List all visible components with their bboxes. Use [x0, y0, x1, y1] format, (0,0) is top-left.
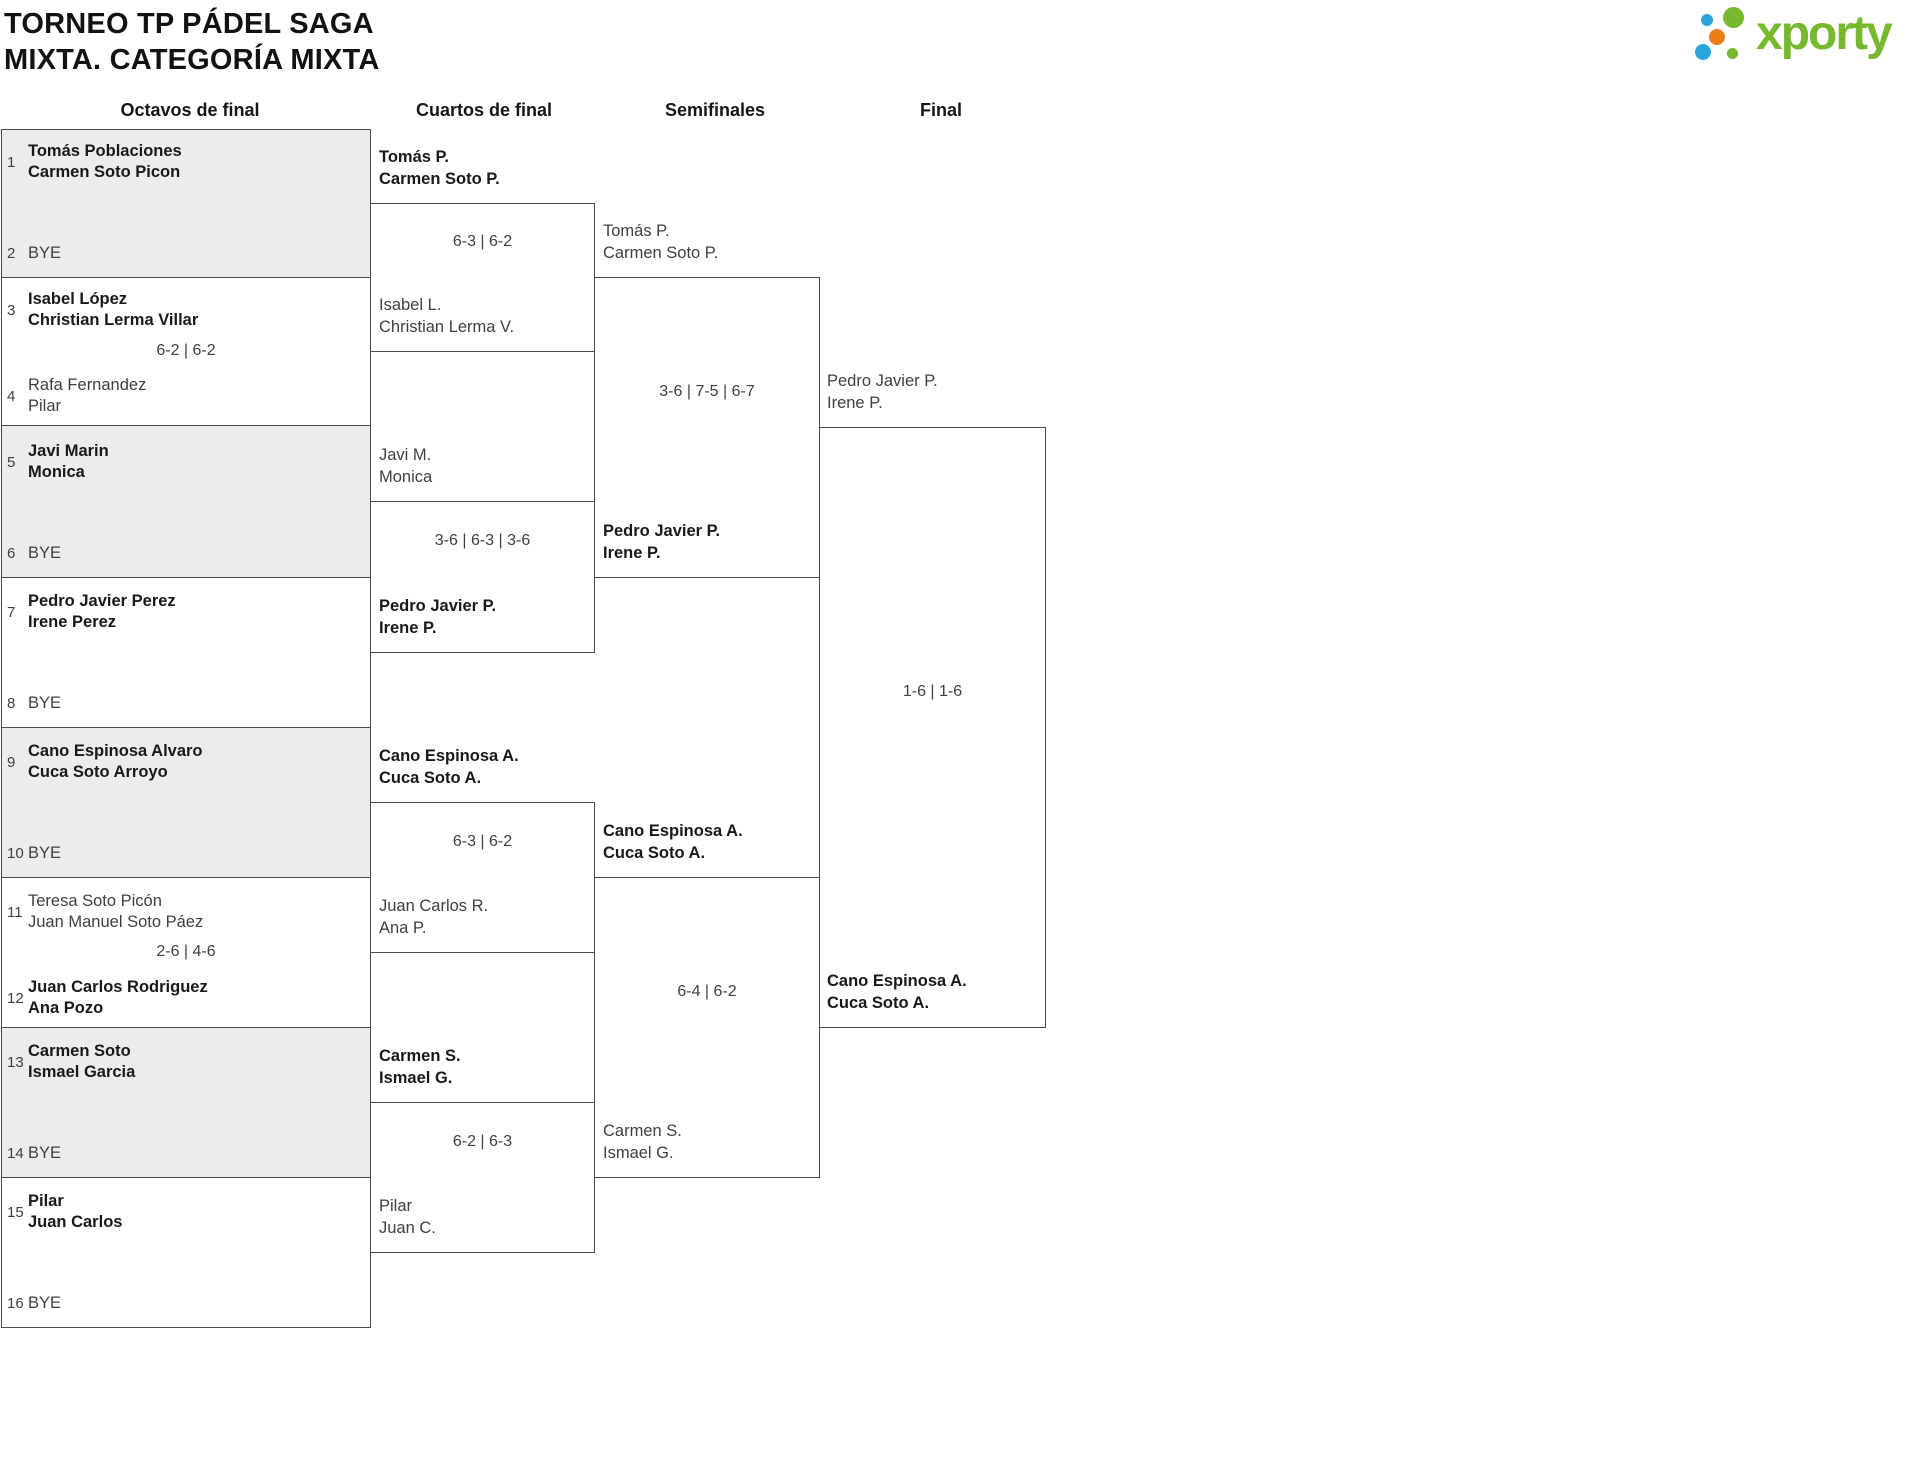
match-score: 6-3 | 6-2	[452, 233, 513, 250]
advancing-team-label: Carmen S.Ismael G.	[379, 1047, 461, 1087]
seed-number: 8	[7, 695, 16, 712]
advancing-team-label: Juan Carlos R.Ana P.	[379, 897, 489, 937]
logo-dot-blue-medium	[1695, 44, 1711, 60]
logo-dot-green-small	[1727, 48, 1738, 59]
octavos-match-1-box	[1, 129, 371, 278]
logo-dot-blue-small	[1701, 14, 1713, 26]
seed-number: 2	[7, 245, 16, 262]
tournament-title: TORNEO TP PÁDEL SAGA MIXTA. CATEGORÍA MI…	[4, 6, 379, 78]
seed-number: 11	[7, 903, 23, 921]
advancing-team-label: Javi M.Monica	[379, 446, 433, 486]
match-score: 6-4 | 6-2	[677, 983, 737, 1000]
advancing-team-label: Cano Espinosa A.Cuca Soto A.	[827, 972, 967, 1012]
team-slot: 2 BYE	[7, 244, 62, 262]
xporty-logo[interactable]: xporty	[1688, 2, 1918, 70]
advancing-team-label: Cano Espinosa A.Cuca Soto A.	[379, 747, 519, 787]
seed-number: 5	[7, 453, 16, 471]
seed-number: 3	[7, 301, 16, 319]
seed-number: 9	[7, 753, 16, 771]
seed-number: 1	[7, 153, 16, 171]
logo-wordmark: xporty	[1756, 7, 1893, 60]
seed-number: 6	[7, 545, 16, 562]
octavos-match-7-box	[1, 1027, 371, 1178]
team-slot: 14 BYE	[7, 1144, 62, 1162]
round-header-final: Final	[919, 100, 962, 120]
round-header-cuartos: Cuartos de final	[415, 100, 553, 120]
match-score: 3-6 | 7-5 | 6-7	[659, 383, 755, 400]
round-header-octavos: Octavos de final	[120, 100, 260, 120]
seed-number: 14	[7, 1145, 24, 1162]
tournament-title-line2: MIXTA. CATEGORÍA MIXTA	[4, 44, 380, 76]
seed-number: 16	[7, 1295, 24, 1312]
advancing-team-label: Pedro Javier P.Irene P.	[603, 522, 721, 562]
round-header-semifinales: Semifinales	[664, 100, 766, 120]
octavos-match-3-box	[1, 425, 371, 578]
advancing-team-label: Carmen S.Ismael G.	[603, 1122, 682, 1162]
advancing-team-label: Pedro Javier P.Irene P.	[827, 372, 938, 412]
logo-dot-green-large	[1723, 7, 1744, 28]
seed-number: 12	[7, 989, 24, 1007]
seed-number: 4	[7, 387, 16, 405]
advancing-team-label: Cano Espinosa A.Cuca Soto A.	[603, 822, 743, 862]
advancing-team-label: Pedro Javier P.Irene P.	[379, 597, 497, 637]
octavos-match-8-box	[1, 1177, 371, 1328]
match-score: 1-6 | 1-6	[902, 683, 963, 700]
tournament-title-line1: TORNEO TP PÁDEL SAGA	[4, 8, 374, 40]
logo-dot-orange	[1709, 29, 1725, 45]
seed-number: 15	[7, 1203, 24, 1221]
seed-number: 13	[7, 1053, 24, 1071]
team-slot: 6 BYE	[7, 544, 62, 562]
seed-number: 7	[7, 603, 16, 621]
team-slot: 10 BYE	[7, 844, 62, 862]
final-connector	[819, 427, 1046, 1028]
advancing-team-label: Tomás P.Carmen Soto P.	[379, 148, 500, 188]
team-slot: 8 BYE	[7, 694, 62, 712]
advancing-team-label: Isabel L.Christian Lerma V.	[379, 296, 515, 336]
match-score: 6-2 | 6-3	[452, 1133, 513, 1150]
match-score: 2-6 | 4-6	[156, 943, 216, 960]
match-score: 6-2 | 6-2	[156, 342, 216, 359]
team-slot: 16 BYE	[7, 1294, 62, 1312]
seed-number: 10	[7, 845, 24, 862]
match-score: 6-3 | 6-2	[452, 833, 513, 850]
match-score: 3-6 | 6-3 | 3-6	[434, 532, 531, 549]
advancing-team-label: Tomás P.Carmen Soto P.	[603, 222, 719, 262]
